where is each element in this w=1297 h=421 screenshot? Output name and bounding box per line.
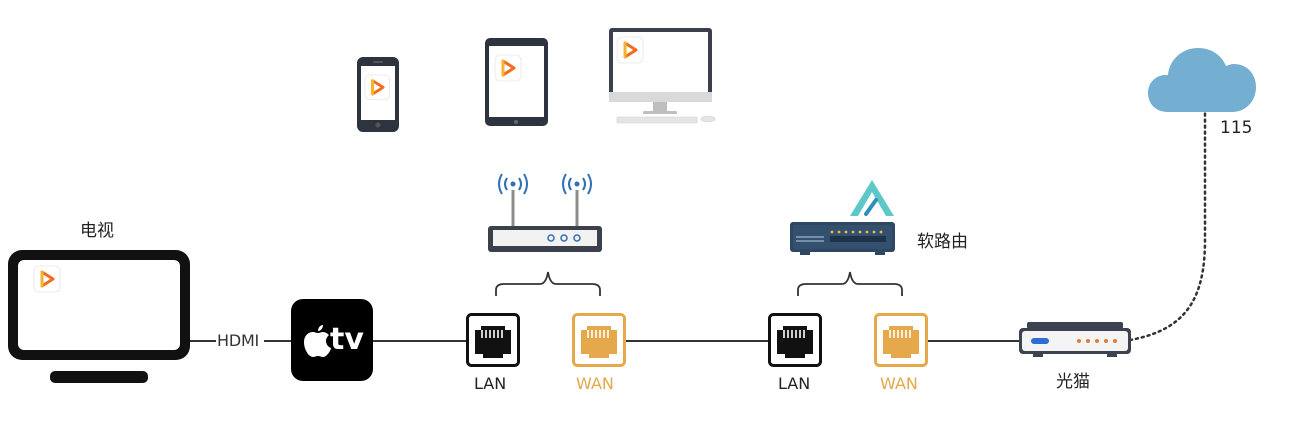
- apple-tv-label: tv: [330, 322, 364, 357]
- modem-icon: [1019, 322, 1131, 357]
- phone-icon: [357, 57, 399, 132]
- lan-label-1: LAN: [474, 374, 507, 393]
- lan-label-2: LAN: [778, 374, 811, 393]
- modem-cloud-dotted-line: [1128, 110, 1207, 342]
- apple-tv-icon: [291, 299, 373, 381]
- ethernet-port-icon: [768, 313, 822, 367]
- wifi-router-icon: [488, 173, 602, 252]
- ethernet-port-icon: [874, 313, 928, 367]
- cloud-icon: [1148, 48, 1256, 112]
- ethernet-port-icon: [572, 313, 626, 367]
- connection-lines: [190, 110, 1207, 342]
- cloud-label: 115: [1220, 118, 1253, 138]
- wan-label-2: WAN: [880, 374, 918, 393]
- brace-router-1: [495, 271, 601, 296]
- soft-router-label: 软路由: [917, 232, 968, 252]
- tv-label: 电视: [80, 221, 114, 241]
- wan-label-1: WAN: [576, 374, 614, 393]
- tv-icon: [8, 250, 190, 383]
- modem-label: 光猫: [1056, 372, 1090, 392]
- ethernet-port-icon: [466, 313, 520, 367]
- alist-logo-icon: [850, 180, 894, 216]
- brace-router-2: [797, 271, 903, 296]
- soft-router-icon: [790, 222, 895, 255]
- desktop-icon: [609, 28, 716, 124]
- hdmi-label: HDMI: [216, 331, 261, 350]
- tablet-icon: [485, 38, 548, 126]
